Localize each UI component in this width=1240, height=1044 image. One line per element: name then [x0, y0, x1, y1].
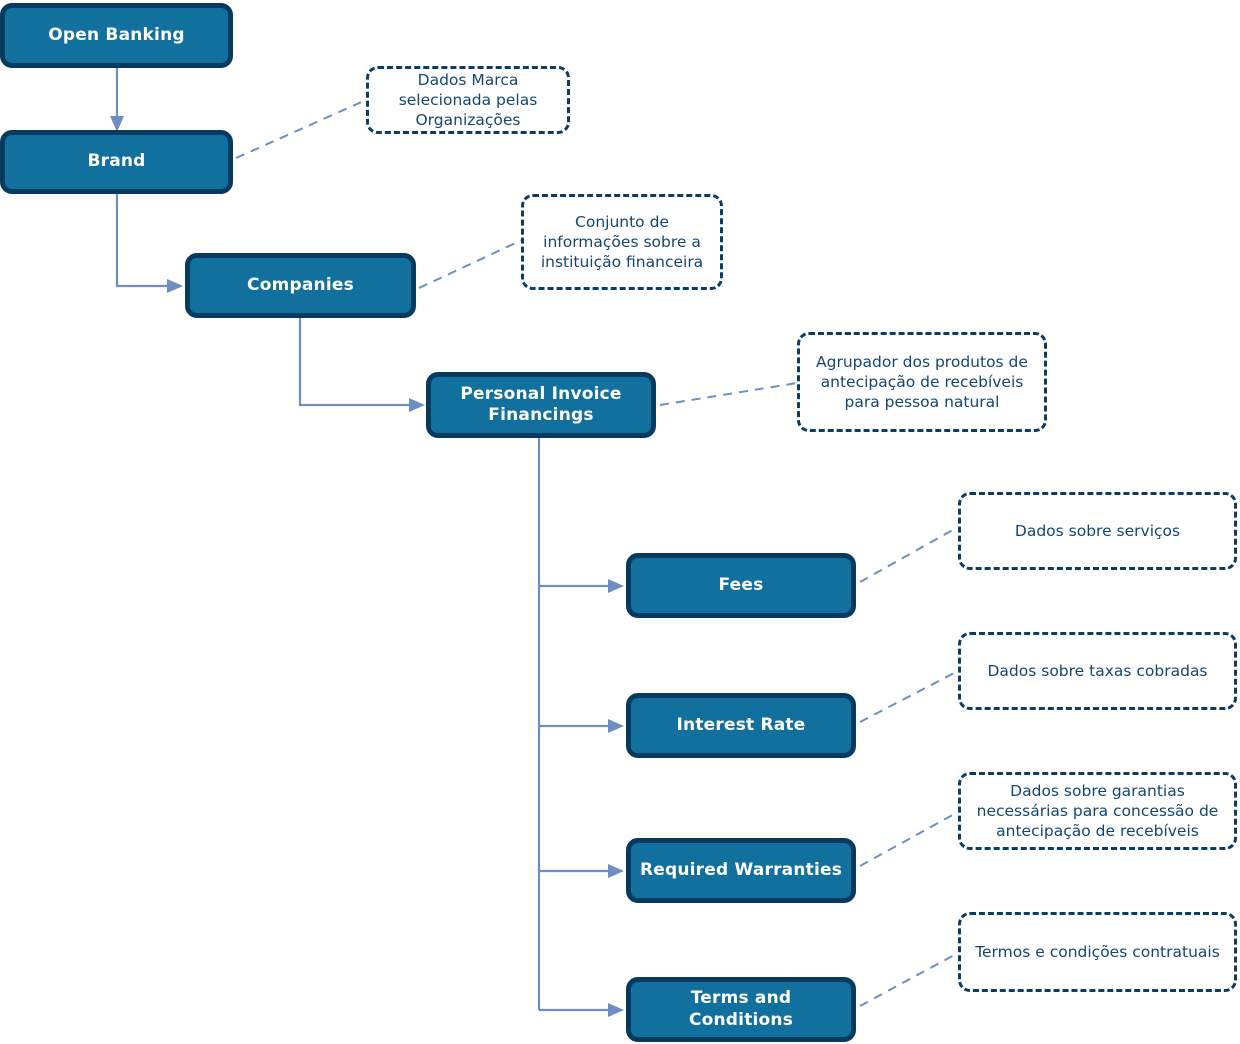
- node-fees[interactable]: Fees: [626, 553, 856, 618]
- note-link-companies: [418, 239, 523, 289]
- edge-companies-to-pif: [298, 318, 425, 412]
- node-interest-rate[interactable]: Interest Rate: [626, 693, 856, 758]
- note-required-warranties-text: Dados sobre garantias necessárias para c…: [976, 781, 1219, 841]
- node-terms-and-conditions-label: Terms and Conditions: [688, 988, 794, 1030]
- edge-open-banking-to-brand: [110, 68, 124, 132]
- node-open-banking[interactable]: Open Banking: [0, 3, 233, 68]
- note-companies: Conjunto de informações sobre a institui…: [521, 194, 723, 290]
- note-interest-rate-text: Dados sobre taxas cobradas: [987, 661, 1208, 680]
- note-fees: Dados sobre serviços: [958, 492, 1237, 570]
- node-personal-invoice-financings[interactable]: Personal Invoice Financings: [426, 372, 656, 438]
- node-interest-rate-label: Interest Rate: [676, 714, 806, 735]
- node-brand[interactable]: Brand: [0, 130, 233, 194]
- note-link-fees: [859, 526, 959, 583]
- note-terms-and-conditions: Termos e condições contratuais: [958, 912, 1237, 992]
- node-terms-and-conditions[interactable]: Terms and Conditions: [626, 977, 856, 1042]
- node-companies[interactable]: Companies: [185, 253, 416, 318]
- note-link-terms: [859, 952, 959, 1007]
- node-pif-label-line2: Financings: [488, 405, 594, 425]
- edge-pif-to-required-warranties: [539, 864, 624, 878]
- note-personal-invoice-financings: Agrupador dos produtos de antecipação de…: [797, 332, 1047, 432]
- note-link-brand: [235, 99, 367, 159]
- node-brand-label: Brand: [87, 151, 146, 172]
- note-interest-rate: Dados sobre taxas cobradas: [958, 632, 1237, 710]
- node-required-warranties[interactable]: Required Warranties: [626, 838, 856, 903]
- edge-pif-to-terms: [539, 1003, 624, 1017]
- node-companies-label: Companies: [247, 274, 354, 295]
- node-required-warranties-label: Required Warranties: [639, 859, 843, 880]
- note-fees-text: Dados sobre serviços: [1014, 521, 1181, 540]
- note-companies-text: Conjunto de informações sobre a institui…: [540, 212, 704, 272]
- note-link-required-warranties: [859, 811, 959, 867]
- note-brand-text: Dados Marca selecionada pelas Organizaçõ…: [398, 70, 538, 130]
- note-pif-text: Agrupador dos produtos de antecipação de…: [816, 352, 1028, 412]
- node-fees-label: Fees: [718, 574, 764, 595]
- note-required-warranties: Dados sobre garantias necessárias para c…: [958, 772, 1237, 850]
- node-pif-label-line1: Personal Invoice: [460, 383, 622, 404]
- note-terms-text: Termos e condições contratuais: [975, 942, 1220, 961]
- note-link-interest-rate: [859, 670, 959, 723]
- edge-pif-to-interest-rate: [539, 719, 624, 733]
- edge-pif-to-fees: [539, 579, 624, 593]
- edge-brand-to-companies: [115, 192, 183, 293]
- note-brand: Dados Marca selecionada pelas Organizaçõ…: [366, 66, 570, 134]
- note-link-pif: [659, 382, 798, 406]
- node-open-banking-label: Open Banking: [48, 24, 185, 45]
- node-personal-invoice-financings-label: Personal Invoice Financings: [444, 384, 637, 427]
